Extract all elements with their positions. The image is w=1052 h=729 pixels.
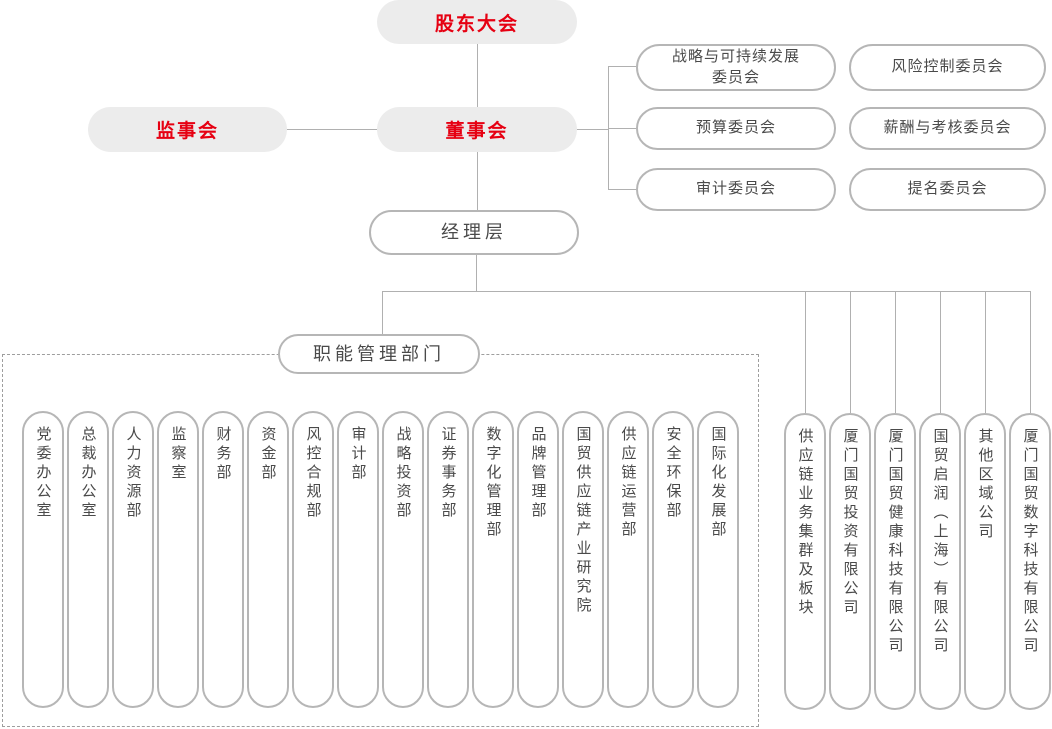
functional-dept-pill: 数字化管理部 [472,411,514,708]
functional-dept-pill: 总裁办公室 [67,411,109,708]
connector [382,291,383,334]
unit-label: 厦门国贸数字科技有限公司 [1021,428,1039,656]
node-supervisory-board: 监事会 [88,107,287,152]
connector [382,291,1030,292]
functional-dept-pill: 安全环保部 [652,411,694,708]
connector [940,291,941,413]
connector [850,291,851,413]
dept-label: 证券事务部 [439,426,457,521]
unit-label: 厦门国贸投资有限公司 [841,428,859,618]
committee-label: 风险控制委员会 [891,58,1004,76]
committee-nomination: 提名委员会 [849,168,1046,211]
connector [577,129,608,130]
business-unit-pill: 供应链业务集群及板块 [784,413,826,710]
connector [477,43,478,107]
business-unit-pill: 厦门国贸健康科技有限公司 [874,413,916,710]
business-unit-pill: 其他区域公司 [964,413,1006,710]
committee-label: 委员会 [711,68,760,86]
connector [895,291,896,413]
functional-dept-pill: 国贸供应链产业研究院 [562,411,604,708]
business-unit-pill: 厦门国贸数字科技有限公司 [1009,413,1051,710]
unit-label: 厦门国贸健康科技有限公司 [886,428,904,656]
dept-label: 品牌管理部 [529,426,547,521]
business-unit-pill: 厦门国贸投资有限公司 [829,413,871,710]
unit-label: 其他区域公司 [976,428,994,542]
node-functional-departments-label: 职能管理部门 [278,334,480,374]
connector [805,291,806,413]
committee-audit: 审计委员会 [636,168,836,211]
dept-label: 供应链运营部 [619,426,637,540]
dept-label: 资金部 [259,426,277,483]
committee-strategy-sustainable-development: 战略与可持续发展 委员会 [636,44,836,91]
dept-label: 党委办公室 [34,426,52,521]
node-board-of-directors: 董事会 [377,107,577,152]
business-unit-pill: 国贸启润（上海）有限公司 [919,413,961,710]
connector [477,152,478,210]
committee-label: 提名委员会 [907,180,988,198]
functional-dept-pill: 人力资源部 [112,411,154,708]
dept-label: 审计部 [349,426,367,483]
functional-dept-pill: 审计部 [337,411,379,708]
functional-dept-pill: 党委办公室 [22,411,64,708]
dept-label: 风控合规部 [304,426,322,521]
functional-dept-pill: 国际化发展部 [697,411,739,708]
functional-dept-pill: 资金部 [247,411,289,708]
functional-dept-pill: 监察室 [157,411,199,708]
functional-dept-pill: 证券事务部 [427,411,469,708]
dept-label: 战略投资部 [394,426,412,521]
committee-budget: 预算委员会 [636,107,836,150]
dept-label: 安全环保部 [664,426,682,521]
connector [287,129,377,130]
committee-risk-control: 风险控制委员会 [849,44,1046,91]
functional-dept-pill: 供应链运营部 [607,411,649,708]
unit-label: 国贸启润（上海）有限公司 [931,428,949,656]
dept-label: 国贸供应链产业研究院 [574,426,592,616]
committee-label: 预算委员会 [695,119,776,137]
node-shareholders-meeting: 股东大会 [377,0,577,44]
dept-label: 总裁办公室 [79,426,97,521]
functional-dept-pill: 品牌管理部 [517,411,559,708]
dept-label: 人力资源部 [124,426,142,521]
committee-label: 审计委员会 [695,180,776,198]
committee-compensation-assessment: 薪酬与考核委员会 [849,107,1046,150]
dept-label: 监察室 [169,426,187,483]
committee-label: 战略与可持续发展 [671,48,800,66]
connector [476,255,477,291]
connector [985,291,986,413]
functional-dept-pill: 风控合规部 [292,411,334,708]
dept-label: 财务部 [214,426,232,483]
connector [608,189,636,190]
connector [608,66,636,67]
committee-label: 薪酬与考核委员会 [883,119,1012,137]
functional-dept-pill: 财务部 [202,411,244,708]
dept-label: 数字化管理部 [484,426,502,540]
connector [1030,291,1031,413]
functional-dept-pill: 战略投资部 [382,411,424,708]
dept-label: 国际化发展部 [709,426,727,540]
connector [608,128,636,129]
node-management-team: 经理层 [369,210,579,255]
unit-label: 供应链业务集群及板块 [796,428,814,618]
